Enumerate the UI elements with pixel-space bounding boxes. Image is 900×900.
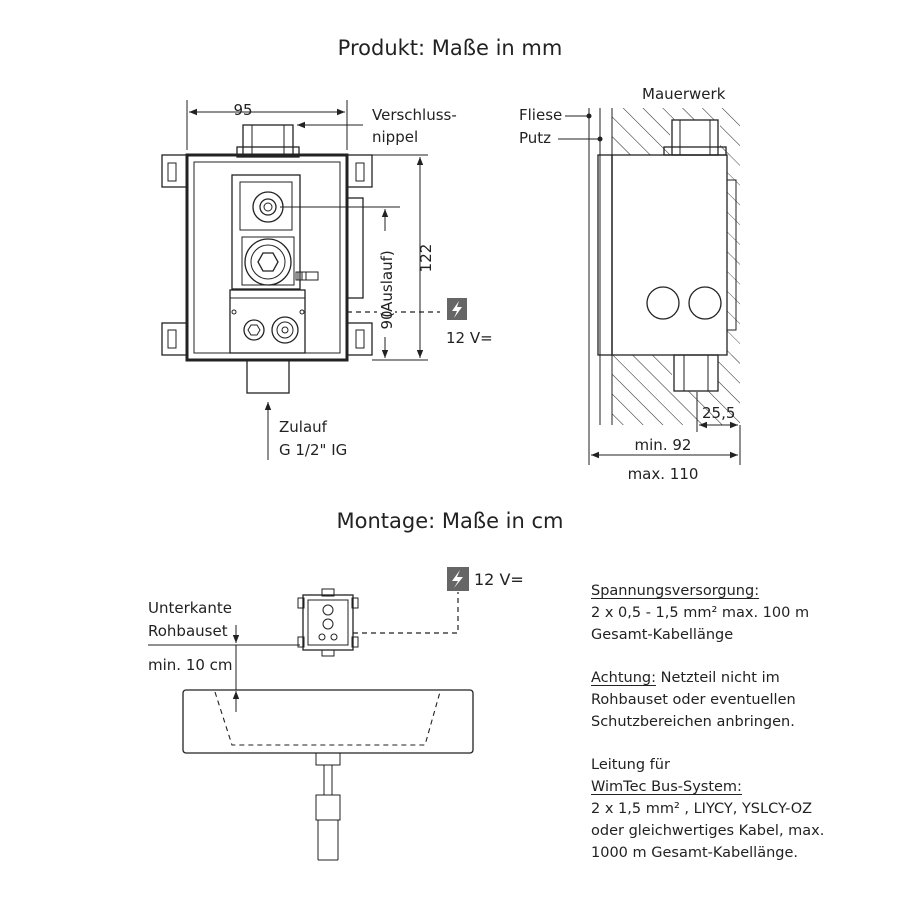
cap-nipple-label-2: nippel xyxy=(372,128,418,146)
bus-notes: Leitung für WimTec Bus-System: 2 x 1,5 m… xyxy=(591,754,824,864)
bus-heading-1: Leitung für xyxy=(591,757,670,773)
mount-tab-bottom-right xyxy=(346,322,373,356)
inlet-label-2: G 1/2" IG xyxy=(279,441,347,459)
drain xyxy=(315,752,341,766)
dimension-depth-label: 25,5 xyxy=(702,404,735,422)
bus-heading-2: WimTec Bus-System: xyxy=(591,779,742,795)
min-distance-label: min. 10 cm xyxy=(148,656,233,674)
warning-line-1: Netzteil nicht im xyxy=(655,670,780,686)
bus-line-2: oder gleichwertiges Kabel, max. xyxy=(591,823,825,839)
dimension-max-label: max. 110 xyxy=(628,465,699,483)
svg-text:(Auslauf): (Auslauf) xyxy=(378,250,396,317)
bus-line-1: 2 x 1,5 mm² , LIYCY, YSLCY-OZ xyxy=(591,801,813,817)
mount-tab-top-right xyxy=(346,154,373,188)
warning-line-3: Schutzbereichen anbringen. xyxy=(591,714,795,730)
product-title: Produkt: Maße in mm xyxy=(338,36,563,60)
plaster-label: Putz xyxy=(519,129,551,147)
inlet-pipe xyxy=(246,359,290,394)
box-frame xyxy=(185,153,349,362)
valve-block xyxy=(231,174,301,290)
wash-basin xyxy=(182,689,474,754)
mount-tab-bottom-left xyxy=(161,322,188,356)
product-side-view: Mauerwerk Fliese Putz 25,5 min. 92 max. … xyxy=(519,85,741,483)
dimension-outlet-label: 90 xyxy=(378,310,396,329)
mini-box xyxy=(302,594,354,651)
inlet-label-1: Zulauf xyxy=(279,418,328,436)
mounting-title: Montage: Maße in cm xyxy=(336,509,563,533)
tile-label: Fliese xyxy=(519,106,562,124)
dimension-height-label: 122 xyxy=(417,244,435,273)
cap-nipple xyxy=(242,124,294,156)
mounting-voltage-label: 12 V= xyxy=(474,570,524,589)
supply-notes: Spannungsversorgung: 2 x 0,5 - 1,5 mm² m… xyxy=(591,580,809,646)
dimension-width-label: 95 xyxy=(233,101,252,119)
cap-nipple-label-1: Verschluss- xyxy=(372,106,457,124)
edge-label-2: Rohbauset xyxy=(148,622,228,640)
supply-line-1: 2 x 0,5 - 1,5 mm² max. 100 m xyxy=(591,605,810,621)
lightning-icon xyxy=(447,567,469,591)
dimension-min-label: min. 92 xyxy=(635,436,692,454)
mounting-view: 12 V= Unterkante Rohbauset min. 10 cm xyxy=(148,567,524,861)
voltage-label: 12 V= xyxy=(446,329,493,347)
supply-line-2: Gesamt-Kabellänge xyxy=(591,627,734,643)
electronics-module xyxy=(229,289,306,354)
masonry-label: Mauerwerk xyxy=(642,85,726,103)
warning-heading: Achtung: xyxy=(591,670,656,686)
warning-line-2: Rohbauset oder eventuellen xyxy=(591,692,796,708)
dimension-outlet-note: (Auslauf) xyxy=(378,250,396,317)
box-side-body xyxy=(611,154,728,356)
supply-heading: Spannungsversorgung: xyxy=(591,583,760,599)
lightning-icon xyxy=(447,298,467,320)
mount-tab-top-left xyxy=(161,154,188,188)
edge-label-1: Unterkante xyxy=(148,599,232,617)
warning-notes: Achtung: Netzteil nicht im Rohbauset ode… xyxy=(591,667,796,733)
product-front-view: 95 Verschluss- nippel 122 (Auslauf) 90 1… xyxy=(161,100,493,460)
bus-line-3: 1000 m Gesamt-Kabellänge. xyxy=(591,845,799,861)
